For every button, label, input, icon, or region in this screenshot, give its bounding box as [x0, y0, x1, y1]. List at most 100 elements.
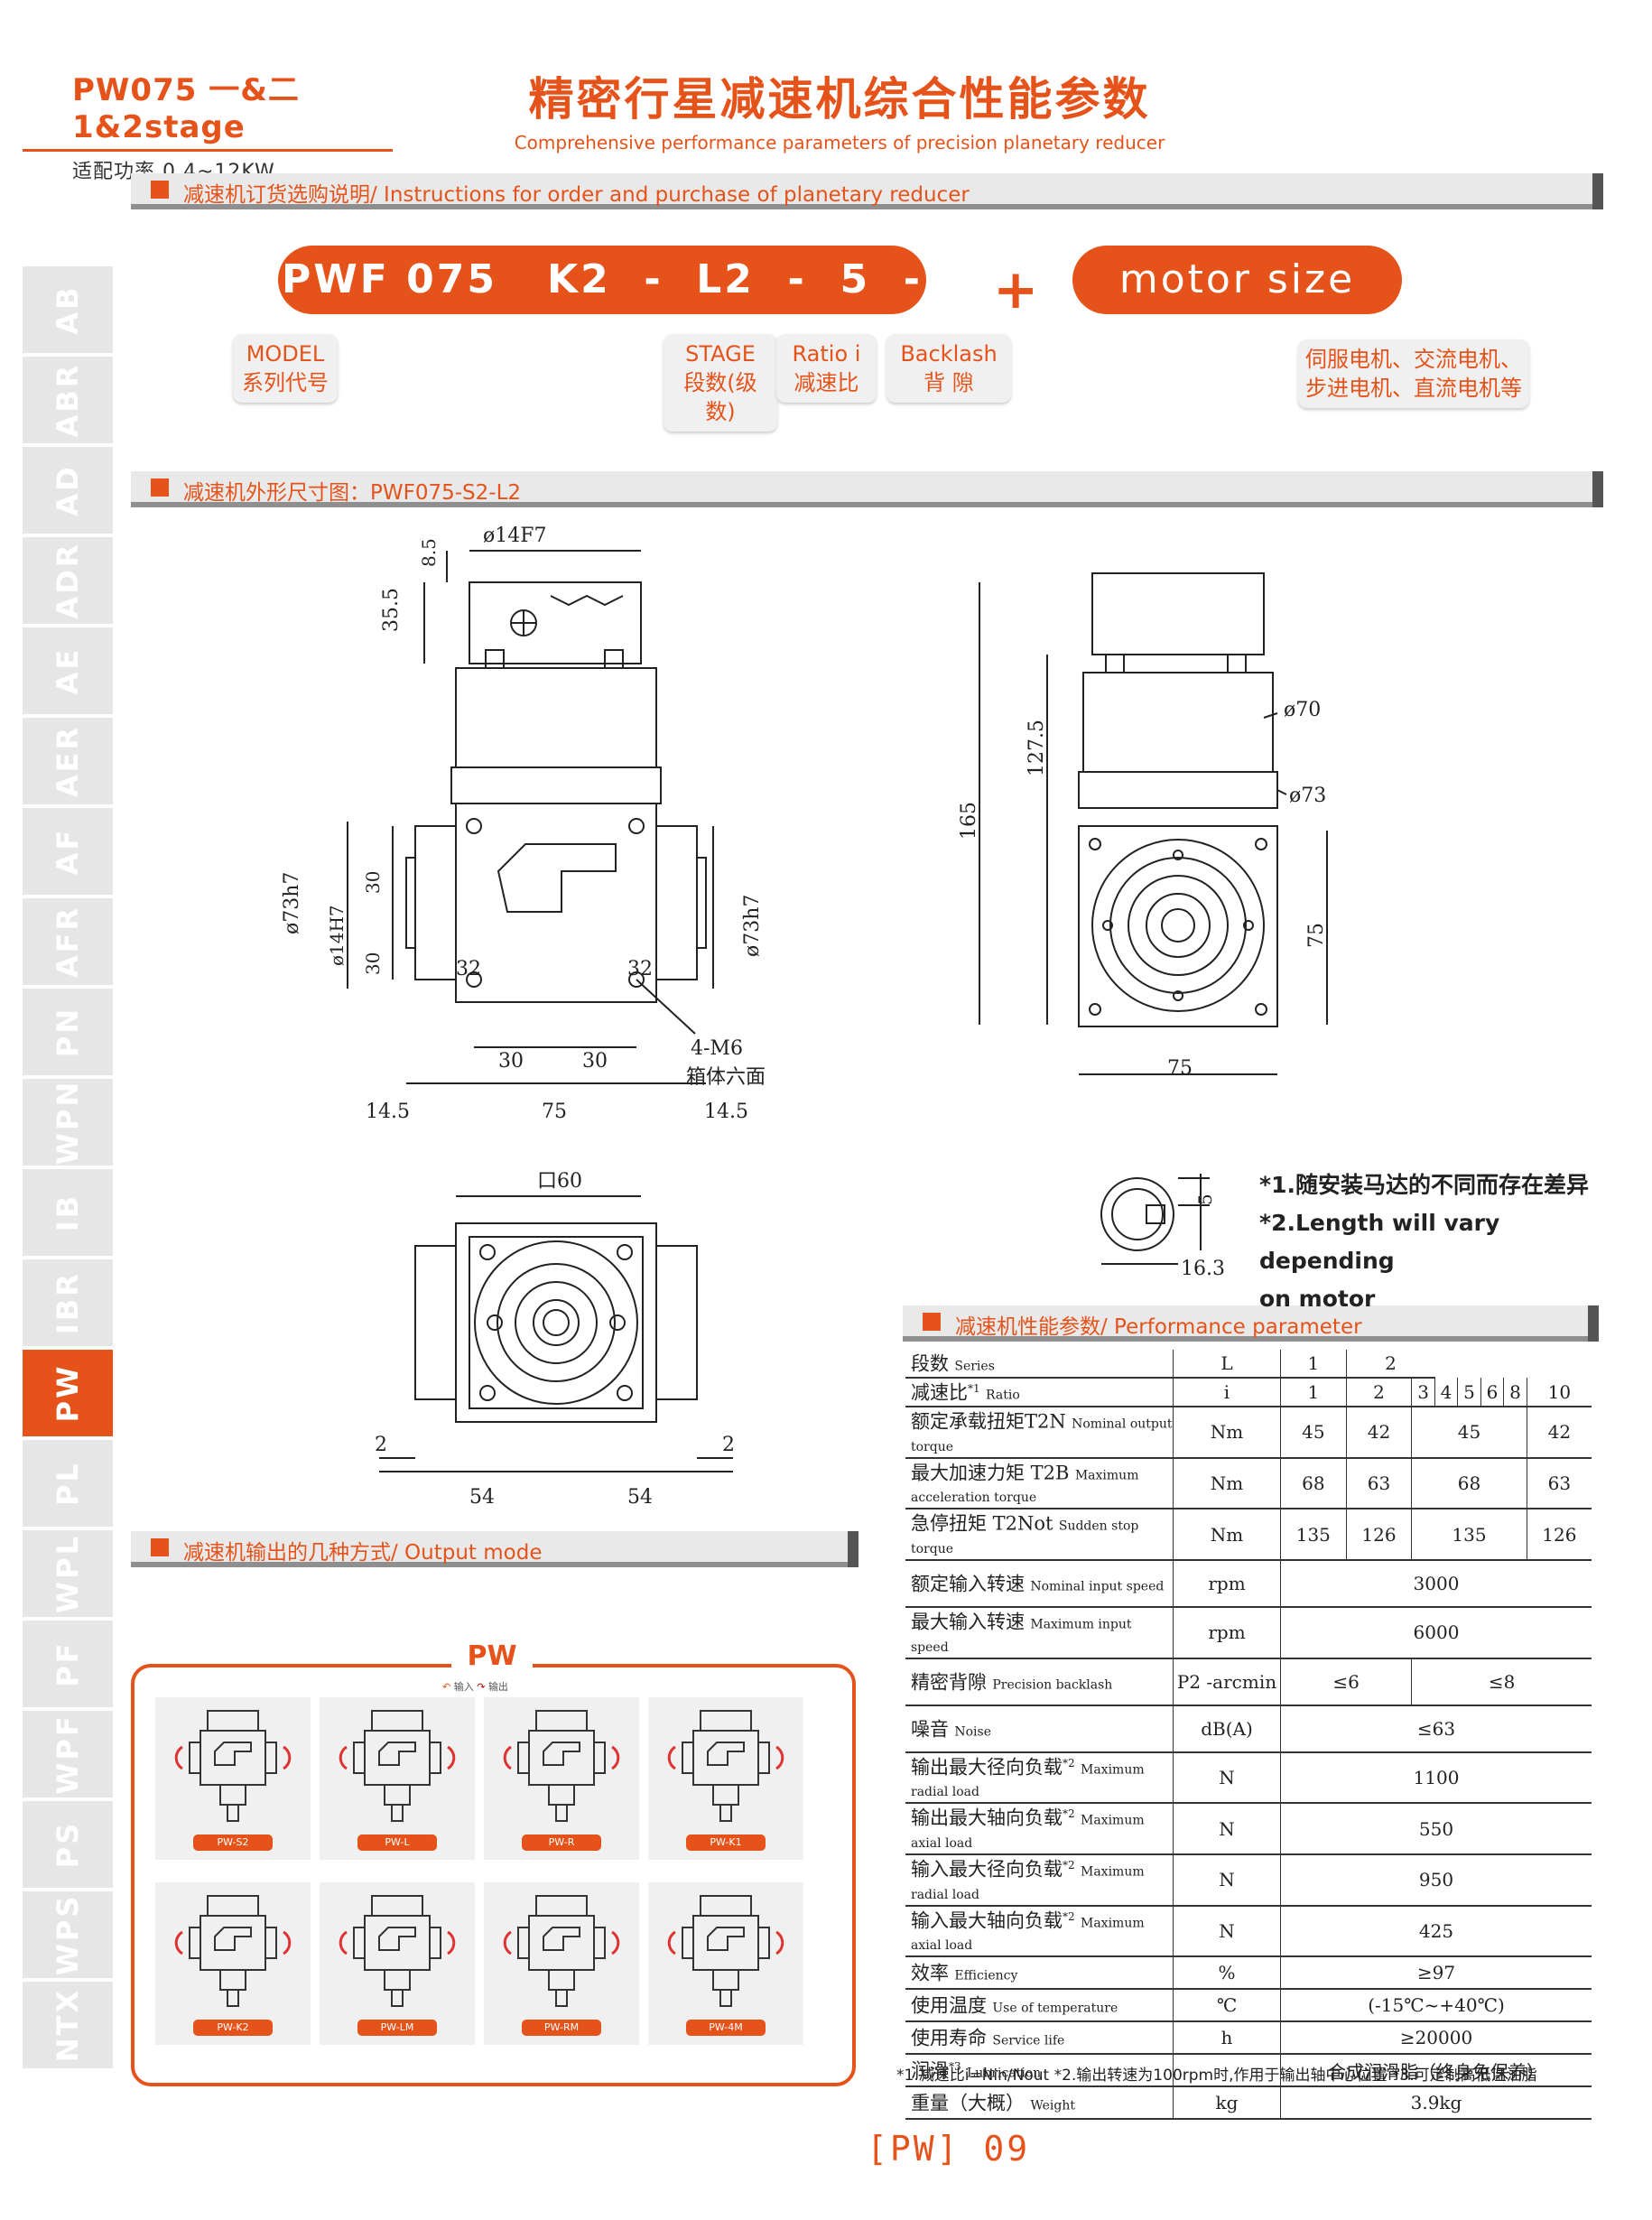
param-value: 63 — [1345, 1457, 1412, 1510]
side-tab-wpf[interactable]: WPF — [23, 1711, 113, 1797]
param-cn: 减速比 — [911, 1381, 968, 1404]
side-tab-label: PS — [51, 1820, 85, 1869]
gearbox-icon — [503, 1710, 620, 1822]
side-tab-label: AF — [51, 827, 85, 876]
output-mode-pw-rm: PW-RM — [484, 1882, 639, 2045]
dim-side-165: 165 — [958, 802, 980, 840]
mode-label: PW-K2 — [193, 2020, 273, 2036]
param-value: 126 — [1526, 1509, 1592, 1561]
side-tab-pw[interactable]: PW — [23, 1350, 113, 1436]
side-tab-adr[interactable]: ADR — [23, 537, 113, 624]
side-tab-ibr[interactable]: IBR — [23, 1259, 113, 1346]
side-tab-ib[interactable]: IB — [23, 1169, 113, 1256]
param-unit: h — [1173, 2021, 1281, 2056]
side-tab-label: AE — [51, 646, 85, 695]
param-name: 重量（大概） Weight — [905, 2086, 1174, 2121]
side-tab-ntx[interactable]: NTX — [23, 1982, 113, 2068]
side-tab-pl[interactable]: PL — [23, 1440, 113, 1527]
side-tab-aer[interactable]: AER — [23, 718, 113, 804]
dim-bore: ø14H7 — [326, 905, 348, 966]
param-name: 使用温度 Use of temperature — [905, 1989, 1174, 2023]
param-footnote-ref: *2 — [1063, 1807, 1075, 1821]
bar-endcap — [1592, 471, 1603, 507]
side-tab-ab[interactable]: AB — [23, 266, 113, 353]
side-tab-ae[interactable]: AE — [23, 627, 113, 714]
dim-side-d70: ø70 — [1284, 699, 1321, 721]
dim-side-d73: ø73 — [1289, 785, 1326, 807]
param-value: 2 — [1345, 1378, 1412, 1407]
gearbox-icon — [174, 1895, 292, 2007]
param-value: ≤63 — [1280, 1704, 1592, 1753]
param-en: Maximum radial load — [911, 1762, 1145, 1800]
code-backlash: P2 — [587, 325, 650, 371]
param-value: 6000 — [1280, 1606, 1592, 1659]
section-marker — [151, 1538, 169, 1556]
side-tab-label: PW — [51, 1363, 85, 1423]
side-tab-pn[interactable]: PN — [23, 989, 113, 1075]
param-unit: rpm — [1173, 1606, 1281, 1659]
dim-30b: 30 — [362, 952, 384, 975]
side-tab-label: IBR — [51, 1271, 85, 1334]
side-view-drawing: 165 127.5 ø70 ø73 75 75 — [958, 572, 1328, 1080]
param-name: 噪音 Noise — [905, 1704, 1174, 1753]
dim-b30a: 30 — [498, 1050, 524, 1073]
gearbox-icon — [667, 1895, 784, 2007]
param-unit: rpm — [1173, 1559, 1281, 1608]
param-name: 最大加速力矩 T2B Maximum acceleration torque — [905, 1457, 1174, 1510]
param-value: 6 — [1480, 1378, 1504, 1407]
side-tab-abr[interactable]: ABR — [23, 357, 113, 443]
mode-label: PW-S2 — [193, 1835, 273, 1851]
side-tab-af[interactable]: AF — [23, 808, 113, 895]
side-tab-wpn[interactable]: WPN — [23, 1079, 113, 1166]
param-name: 段数 Series — [905, 1350, 1174, 1379]
param-value: 42 — [1526, 1407, 1592, 1459]
param-name: 额定输入转速 Nominal input speed — [905, 1559, 1174, 1608]
section-marker — [151, 478, 169, 497]
dim-top-2b: 2 — [722, 1434, 735, 1456]
param-unit: N — [1173, 1803, 1281, 1855]
side-tab-wps[interactable]: WPS — [23, 1891, 113, 1978]
table-row: 效率 Efficiency%≥97 — [905, 1956, 1592, 1991]
param-unit: i — [1173, 1378, 1281, 1407]
gearbox-icon — [339, 1895, 456, 2007]
param-en: Weight — [1030, 2099, 1075, 2114]
param-en: Nominal output torque — [911, 1417, 1173, 1454]
param-cn: 润滑 — [911, 2060, 949, 2083]
side-tab-ad[interactable]: AD — [23, 447, 113, 534]
keyway-detail: 5 16.3 — [1100, 1174, 1225, 1280]
param-name: 减速比*1 Ratio — [905, 1378, 1174, 1407]
code-kind: K2 — [546, 256, 611, 302]
label-motor-cn1: 伺服电机、交流电机、 — [1305, 347, 1522, 372]
param-en: Maximum input speed — [911, 1617, 1132, 1655]
dim-30a: 30 — [362, 871, 384, 894]
param-name: 润滑*3 Lubrication — [905, 2054, 1174, 2088]
param-name: 输出最大径向负载*2 Maximum radial load — [905, 1751, 1174, 1805]
dim-top-54a: 54 — [469, 1486, 495, 1509]
section-title-output: 减速机输出的几种方式/ Output mode — [183, 1541, 543, 1565]
side-tab-label: PF — [51, 1640, 85, 1687]
dim-side-75h: 75 — [1305, 923, 1328, 948]
code-sep: - — [787, 256, 807, 302]
param-unit: Nm — [1173, 1509, 1281, 1561]
param-cn: 输出最大轴向负载 — [911, 1807, 1063, 1829]
side-tab-pf[interactable]: PF — [23, 1621, 113, 1707]
side-tab-wpl[interactable]: WPL — [23, 1530, 113, 1617]
param-value: 950 — [1280, 1853, 1592, 1907]
param-en: Precision backlash — [992, 1677, 1113, 1693]
section-bar-perf: 减速机性能参数/ Performance parameter — [903, 1305, 1599, 1342]
output-arrow-icon: ↷ — [477, 1681, 486, 1693]
output-mode-pw-l: PW-L — [320, 1697, 475, 1860]
side-tab-afr[interactable]: AFR — [23, 898, 113, 985]
code-ratio: 5 — [840, 256, 871, 302]
side-tab-ps[interactable]: PS — [23, 1801, 113, 1888]
param-unit — [1173, 2054, 1281, 2088]
dim-w145a: 14.5 — [366, 1101, 410, 1123]
param-cn: 最大加速力矩 T2B — [911, 1462, 1070, 1484]
